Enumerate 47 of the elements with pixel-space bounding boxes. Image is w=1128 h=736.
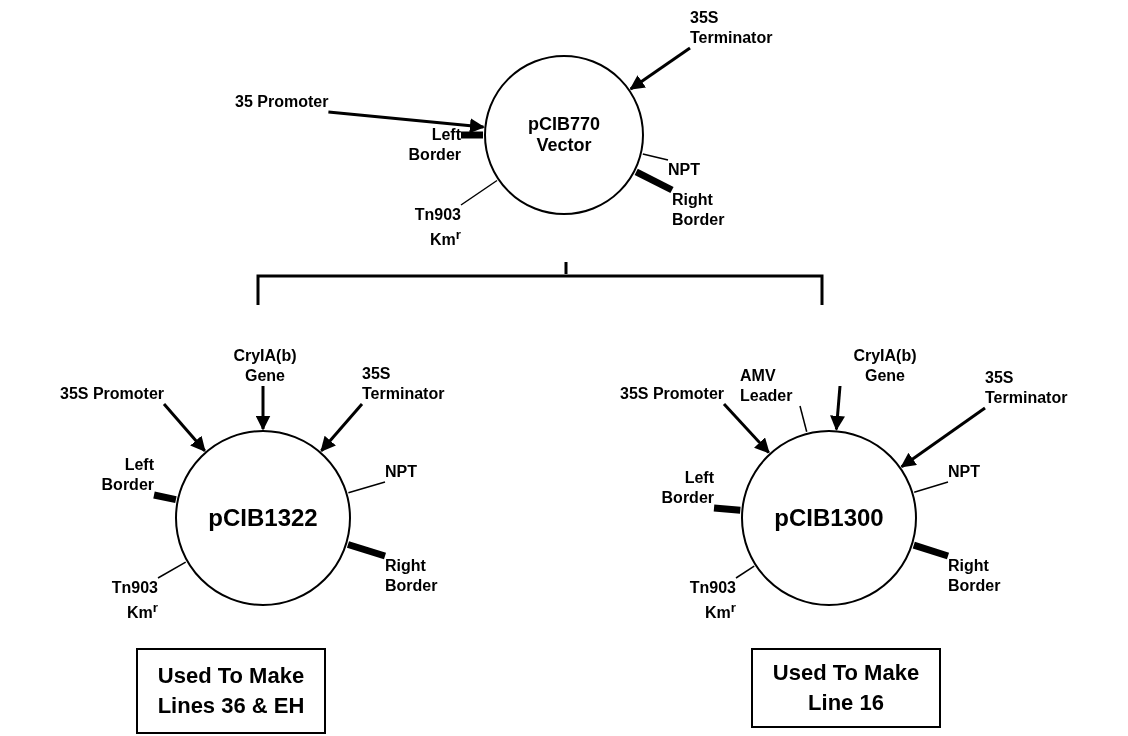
border-label: Right Border — [948, 556, 1038, 596]
border-tick — [634, 168, 674, 194]
marker-gene-label: Tn903 Km$^{r}$ — [82, 578, 158, 624]
plasmid-circle: pCIB770 Vector — [484, 55, 644, 215]
border-label: Left Border — [395, 125, 461, 165]
arrow — [629, 46, 691, 91]
leader-line — [735, 565, 755, 579]
leader-line — [347, 481, 386, 494]
border-tick — [713, 504, 741, 514]
border-label: Left Border — [88, 455, 154, 495]
promoter-label: 35S Promoter — [620, 384, 725, 404]
border-tick — [461, 131, 483, 139]
plasmid-circle: pCIB1300 — [741, 430, 917, 606]
gene-label: NPT — [668, 160, 718, 180]
gene-label: CryIA(b) Gene — [840, 346, 930, 386]
terminator-label: 35S Terminator — [985, 368, 1095, 408]
leader-line — [460, 179, 498, 206]
gene-label: NPT — [948, 462, 998, 482]
promoter-label: 35 Promoter — [235, 92, 329, 112]
gene-label: CryIA(b) Gene — [220, 346, 310, 386]
terminator-label: 35S Terminator — [690, 8, 800, 48]
leader-label: AMV Leader — [740, 366, 800, 406]
border-tick — [153, 491, 177, 504]
arrow — [830, 385, 845, 431]
border-label: Right Border — [385, 556, 475, 596]
border-label: Left Border — [648, 468, 714, 508]
leader-line — [799, 405, 808, 433]
border-tick — [346, 541, 387, 560]
arrow — [320, 403, 364, 452]
plasmid-circle: pCIB1322 — [175, 430, 351, 606]
border-label: Right Border — [672, 190, 762, 230]
gene-label: NPT — [385, 462, 435, 482]
leader-line — [157, 561, 187, 579]
border-tick — [912, 541, 950, 560]
arrow — [328, 110, 485, 134]
note-box: Used To Make Line 16 — [751, 648, 941, 728]
terminator-label: 35S Terminator — [362, 364, 472, 404]
note-box: Used To Make Lines 36 & EH — [136, 648, 326, 734]
arrow — [722, 403, 770, 454]
arrow — [900, 406, 986, 468]
arrow — [162, 403, 206, 452]
arrow — [255, 386, 271, 431]
leader-line — [642, 153, 669, 161]
marker-gene-label: Tn903 Km$^{r}$ — [385, 205, 461, 251]
marker-gene-label: Tn903 Km$^{r}$ — [660, 578, 736, 624]
promoter-label: 35S Promoter — [60, 384, 165, 404]
leader-line — [913, 481, 949, 493]
